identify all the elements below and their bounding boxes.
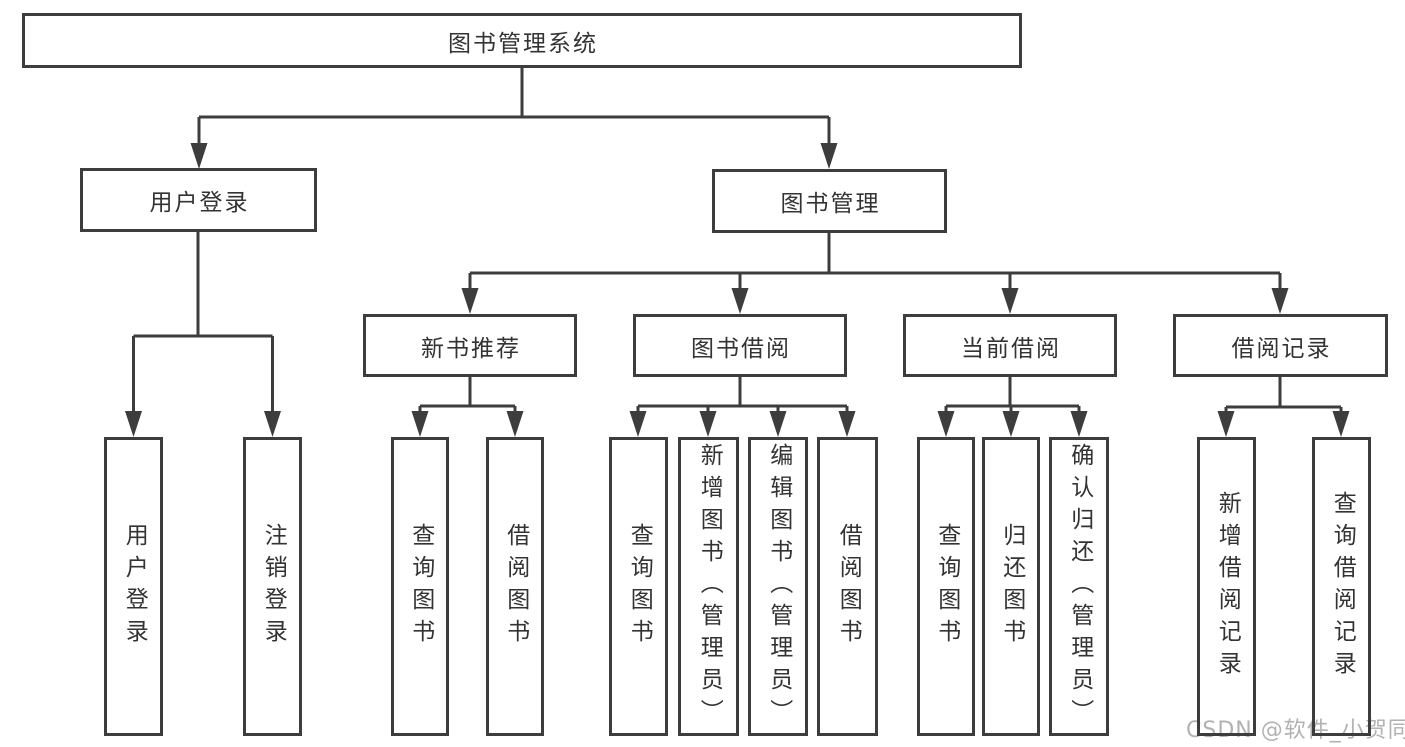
- node-current-borrow-label: 当前借阅: [961, 335, 1061, 362]
- leaf-confirm-return-admin-label: 确认归还（管理员）: [1066, 442, 1093, 731]
- node-user-login-label: 用户登录: [149, 190, 250, 216]
- leaf-logout-label: 注销登录: [260, 522, 287, 651]
- edge-book-mgmt-to-level3: [468, 233, 1282, 290]
- leaf-borrow-books-label: 借阅图书: [835, 522, 862, 651]
- leaf-confirm-return-admin: 确认归还（管理员）: [1049, 437, 1109, 736]
- leaf-user-login-label: 用户登录: [121, 522, 148, 651]
- node-book-management-label: 图书管理: [780, 191, 881, 217]
- leaf-query-borrow-record: 查询借阅记录: [1312, 437, 1371, 736]
- leaf-query-books-recommend-label: 查询图书: [407, 522, 434, 651]
- csdn-watermark: CSDN @软件_小贺同学: [1186, 718, 1405, 743]
- node-book-borrow-label: 图书借阅: [691, 335, 791, 362]
- edge-borrow-records-to-leaves: [1224, 377, 1343, 414]
- leaf-add-borrow-record: 新增借阅记录: [1197, 437, 1256, 736]
- leaf-borrow-books: 借阅图书: [817, 437, 878, 736]
- edge-new-book-to-leaves: [418, 377, 517, 414]
- leaf-add-book-admin: 新增图书（管理员）: [678, 437, 739, 736]
- leaf-borrow-books-recommend: 借阅图书: [486, 437, 544, 736]
- leaf-borrow-books-recommend-label: 借阅图书: [502, 522, 529, 651]
- leaf-return-books: 归还图书: [982, 437, 1040, 736]
- node-borrow-records: 借阅记录: [1173, 314, 1388, 377]
- node-new-book-recommend-label: 新书推荐: [421, 335, 521, 362]
- leaf-logout: 注销登录: [243, 437, 302, 736]
- leaf-query-books-borrow: 查询图书: [609, 437, 668, 736]
- edge-root-to-level2: [197, 68, 831, 146]
- leaf-query-books-recommend: 查询图书: [391, 437, 449, 736]
- leaf-return-books-label: 归还图书: [998, 522, 1025, 651]
- node-borrow-records-label: 借阅记录: [1231, 335, 1332, 362]
- node-user-login: 用户登录: [80, 168, 317, 232]
- leaf-query-books-borrow-label: 查询图书: [626, 522, 653, 651]
- leaf-add-borrow-record-label: 新增借阅记录: [1214, 490, 1241, 683]
- leaf-query-books-current-label: 查询图书: [933, 522, 960, 651]
- node-root-system: 图书管理系统: [22, 13, 1022, 68]
- node-new-book-recommend: 新书推荐: [363, 314, 577, 377]
- node-book-borrow: 图书借阅: [633, 314, 847, 377]
- leaf-edit-book-admin: 编辑图书（管理员）: [748, 437, 808, 736]
- leaf-edit-book-admin-label: 编辑图书（管理员）: [765, 442, 792, 731]
- leaf-user-login: 用户登录: [104, 437, 163, 736]
- leaf-query-books-current: 查询图书: [917, 437, 975, 736]
- node-current-borrow: 当前借阅: [903, 314, 1117, 377]
- edge-current-borrow-to-leaves: [944, 377, 1081, 414]
- leaf-add-book-admin-label: 新增图书（管理员）: [696, 442, 723, 731]
- edge-user-login-to-leaves: [132, 232, 274, 414]
- node-root-label: 图书管理系统: [448, 30, 598, 57]
- edge-book-borrow-to-leaves: [636, 377, 849, 414]
- leaf-query-borrow-record-label: 查询借阅记录: [1329, 490, 1356, 683]
- node-book-management: 图书管理: [712, 169, 947, 233]
